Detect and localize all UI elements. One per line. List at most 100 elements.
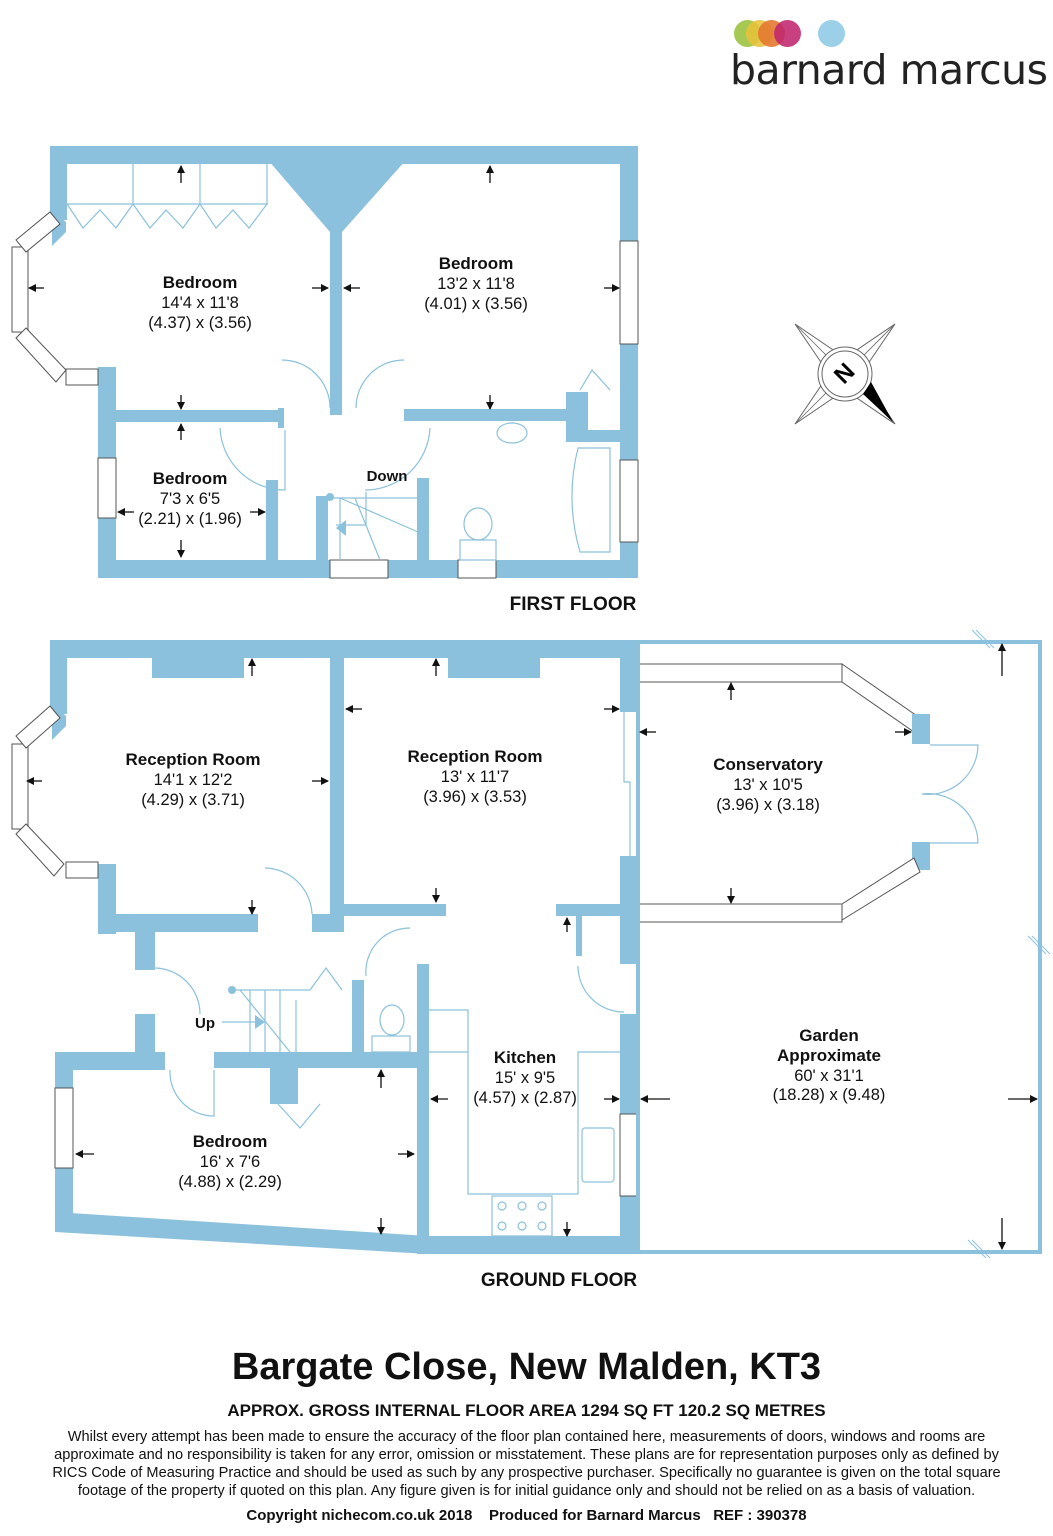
property-address-title: Bargate Close, New Malden, KT3 — [231, 1346, 822, 1388]
room-kitchen: Kitchen 15' x 9'5 (4.57) x (2.87) — [473, 1048, 577, 1107]
hob-icon — [491, 1195, 553, 1237]
room-size-imperial: 60' x 31'1 — [794, 1067, 864, 1085]
window — [11, 246, 29, 333]
stairs-up-label: Up — [195, 1015, 215, 1032]
wall — [50, 146, 67, 220]
room-size-metric: (4.01) x (3.56) — [424, 295, 528, 313]
ground-floor-label: GROUND FLOOR — [481, 1270, 637, 1291]
room-size-imperial: 16' x 7'6 — [200, 1153, 260, 1171]
wall — [266, 480, 278, 562]
disclaimer-line: Whilst every attempt has been made to en… — [67, 1429, 986, 1445]
door — [264, 867, 313, 915]
stairs-down-label: Down — [367, 468, 408, 485]
room-reception-1: Reception Room 14'1 x 12'2 (4.29) x (3.7… — [125, 750, 260, 809]
window — [15, 211, 61, 253]
dimension-arrows — [26, 165, 1038, 1250]
wall — [135, 930, 155, 970]
wall — [135, 1014, 155, 1064]
disclaimer-line: footage of the property if quoted on thi… — [77, 1483, 976, 1499]
wall — [566, 392, 588, 440]
wall — [556, 904, 638, 916]
door — [169, 1069, 215, 1117]
first-floor-label: FIRST FLOOR — [510, 594, 637, 615]
window — [841, 663, 921, 733]
room-name: Reception Room — [125, 750, 260, 769]
room-size-metric: (3.96) x (3.53) — [423, 788, 527, 806]
logo-dots — [734, 20, 854, 50]
room-reception-2: Reception Room 13' x 11'7 (3.96) x (3.53… — [407, 747, 542, 806]
room-ground-bedroom: Bedroom 16' x 7'6 (4.88) x (2.29) — [178, 1132, 282, 1191]
wall — [116, 410, 278, 422]
room-first-bedroom-1: Bedroom 14'4 x 11'8 (4.37) x (3.56) — [148, 273, 252, 332]
staircase — [222, 966, 343, 1053]
room-size-imperial: 14'4 x 11'8 — [161, 294, 239, 312]
wall — [278, 408, 284, 428]
room-size-metric: (4.37) x (3.56) — [148, 314, 252, 332]
room-name: Bedroom — [439, 254, 514, 273]
wall — [312, 914, 344, 932]
room-name: Bedroom — [153, 469, 228, 488]
wall — [55, 1212, 638, 1254]
room-name: Bedroom — [163, 273, 238, 292]
chimney-breast — [152, 656, 244, 678]
door — [219, 427, 286, 491]
worktop — [429, 1009, 620, 1195]
window — [15, 823, 65, 877]
wall — [566, 430, 622, 442]
wall — [352, 980, 364, 1052]
window — [619, 1113, 639, 1197]
window — [457, 559, 497, 579]
wall — [270, 1068, 298, 1104]
toilet-icon — [463, 507, 493, 541]
wall — [55, 1052, 165, 1070]
wall — [417, 964, 429, 1254]
window — [54, 1087, 74, 1169]
logo-dot — [774, 20, 801, 47]
cupboard-door — [277, 1103, 321, 1129]
room-name: Garden — [799, 1026, 859, 1045]
toilet-cistern — [371, 1035, 411, 1053]
door — [154, 967, 201, 1015]
room-name-line2: Approximate — [777, 1046, 881, 1065]
compass-icon: N — [794, 323, 896, 425]
window — [637, 663, 843, 683]
window — [841, 857, 921, 921]
room-size-imperial: 14'1 x 12'2 — [154, 771, 233, 789]
brand-logo: barnard marcus — [730, 18, 1048, 108]
room-first-bedroom-2: Bedroom 13'2 x 11'8 (4.01) x (3.56) — [424, 254, 528, 313]
door — [579, 368, 611, 391]
floor-area-summary: APPROX. GROSS INTERNAL FLOOR AREA 1294 S… — [227, 1401, 826, 1420]
chimney-breast — [448, 656, 540, 678]
disclaimer-line: RICS Code of Measuring Practice and shou… — [52, 1465, 1001, 1481]
ground-floor-plan — [11, 629, 1051, 1259]
disclaimer-line: approximate and no responsibility is tak… — [54, 1447, 999, 1463]
copyright-line: Copyright nichecom.co.uk 2018 Produced f… — [0, 1507, 1053, 1524]
room-size-metric: (4.29) x (3.71) — [141, 791, 245, 809]
chimney-breast — [268, 160, 406, 245]
wall — [330, 656, 344, 914]
room-conservatory: Conservatory 13' x 10'5 (3.96) x (3.18) — [713, 755, 823, 814]
logo-dot — [818, 20, 845, 47]
toilet-cistern — [459, 539, 497, 561]
room-name: Reception Room — [407, 747, 542, 766]
window — [97, 457, 117, 519]
window — [15, 327, 67, 383]
room-name: Bedroom — [193, 1132, 268, 1151]
door — [281, 359, 331, 409]
window — [15, 705, 61, 749]
wall — [50, 640, 638, 658]
wall — [404, 409, 574, 421]
wall — [620, 640, 638, 712]
room-name: Conservatory — [713, 755, 823, 774]
room-size-imperial: 13' x 11'7 — [441, 768, 509, 786]
wall — [576, 916, 582, 956]
brand-name: barnard marcus — [730, 46, 1048, 94]
window — [11, 743, 29, 830]
window — [65, 861, 99, 879]
room-size-metric: (4.57) x (2.87) — [473, 1089, 577, 1107]
window — [637, 903, 843, 923]
wall — [50, 146, 638, 164]
room-size-metric: (3.96) x (3.18) — [716, 796, 820, 814]
room-size-imperial: 13' x 10'5 — [733, 776, 803, 794]
